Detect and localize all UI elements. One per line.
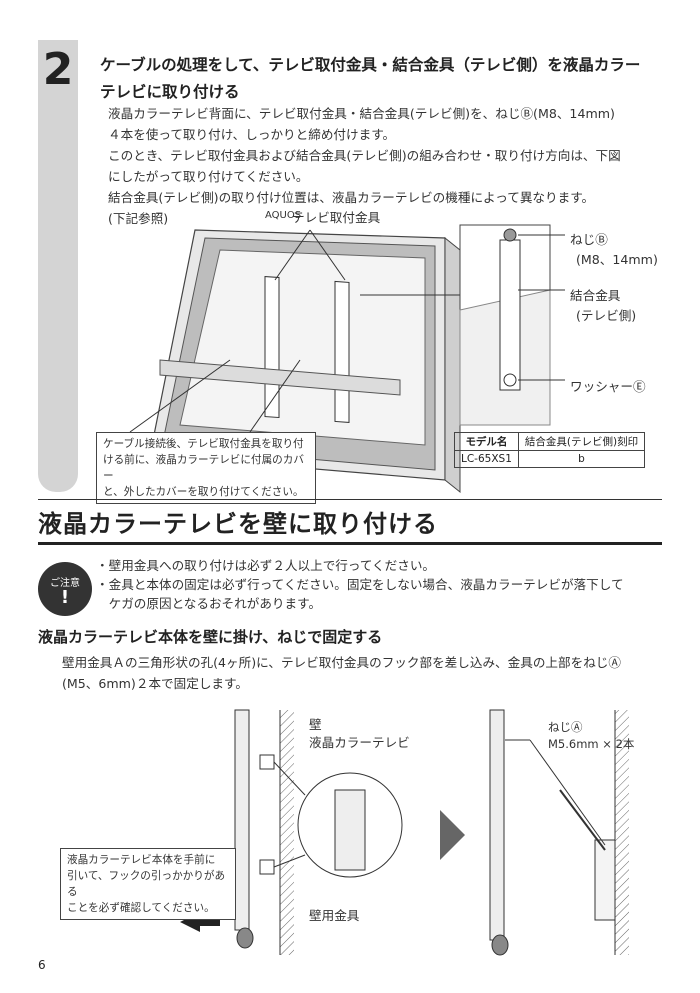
exclamation-icon: ! xyxy=(60,587,70,608)
caution-badge-label: ご注意 xyxy=(50,578,80,589)
step-title: ケーブルの処理をして、テレビ取付金具・結合金具（テレビ側）を液晶カラー テレビに… xyxy=(100,52,670,106)
label-wall-bracket: 壁用金具 xyxy=(309,908,360,923)
callout-line: ケーブル接続後、テレビ取付金具を取り付 xyxy=(103,438,304,450)
label-screw-a-spec: M5.6mm × 2本 xyxy=(548,737,635,751)
label-tv-bracket: テレビ取付金具 xyxy=(292,210,381,225)
step-title-line2: テレビに取り付ける xyxy=(100,83,240,101)
model-table: モデル名 結合金具(テレビ側)刻印 LC-65XS1 b xyxy=(454,432,646,468)
step-title-line1: ケーブルの処理をして、テレビ取付金具・結合金具（テレビ側）を液晶カラー xyxy=(100,56,641,74)
table-header-row: モデル名 結合金具(テレビ側)刻印 xyxy=(454,432,646,451)
cable-cover-callout: ケーブル接続後、テレビ取付金具を取り付 ける前に、液晶カラーテレビに付属のカバー… xyxy=(96,432,316,504)
section-rule-top xyxy=(38,499,662,500)
section-title: 液晶カラーテレビを壁に取り付ける xyxy=(38,510,438,538)
subsection-title: 液晶カラーテレビ本体を壁に掛け、ねじで固定する xyxy=(38,628,383,646)
hook-check-callout: 液晶カラーテレビ本体を手前に 引いて、フックの引っかかりがある ことを必ず確認し… xyxy=(60,848,236,920)
subsection-para-line: 壁用金具Ａの三角形状の孔(4ヶ所)に、テレビ取付金具のフック部を差し込み、金具の… xyxy=(62,655,621,670)
label-wall: 壁 xyxy=(309,717,322,732)
brand-logo-text: AQUOS xyxy=(265,210,302,221)
table-row: LC-65XS1 b xyxy=(454,450,646,468)
step-para-line: 結合金具(テレビ側)の取り付け位置は、液晶カラーテレビの機種によって異なります。 xyxy=(108,190,595,205)
caution-item: ・壁用金具への取り付けは必ず２人以上で行ってください。 xyxy=(96,558,436,573)
section-rule-bottom xyxy=(38,542,662,545)
step-instructions: 液晶カラーテレビ背面に、テレビ取付金具・結合金具(テレビ側)を、ねじⒷ(M8、1… xyxy=(108,103,668,229)
caution-item: ・金具と本体の固定は必ず行ってください。固定をしない場合、液晶カラーテレビが落下… xyxy=(96,577,624,592)
table-cell: LC-65XS1 xyxy=(454,450,519,468)
step-para-line: 液晶カラーテレビ背面に、テレビ取付金具・結合金具(テレビ側)を、ねじⒷ(M8、1… xyxy=(108,106,615,121)
step-para-line: このとき、テレビ取付金具および結合金具(テレビ側)の組み合わせ・取り付け方向は、… xyxy=(108,148,621,163)
callout-line: ことを必ず確認してください。 xyxy=(67,902,215,914)
label-screw-b-spec: (M8、14mm) xyxy=(576,252,658,267)
step-para-line: ４本を使って取り付け、しっかりと締め付けます。 xyxy=(108,127,396,142)
page-number: 6 xyxy=(38,958,46,972)
step-sidebar xyxy=(38,40,78,492)
label-joint-bracket: 結合金具 xyxy=(570,288,621,303)
table-cell: b xyxy=(517,450,646,468)
label-screw-b: ねじⒷ xyxy=(570,232,608,247)
caution-list: ・壁用金具への取り付けは必ず２人以上で行ってください。 ・金具と本体の固定は必ず… xyxy=(96,556,676,613)
table-header: 結合金具(テレビ側)刻印 xyxy=(517,432,646,451)
caution-item: ケガの原因となるおそれがあります。 xyxy=(96,596,322,611)
label-lcd-tv: 液晶カラーテレビ xyxy=(309,735,410,750)
caution-icon: ご注意 ! xyxy=(38,562,92,616)
subsection-para-line: (M5、6mm)２本で固定します。 xyxy=(62,676,248,691)
callout-line: 液晶カラーテレビ本体を手前に xyxy=(67,854,216,866)
tv-back-illustration xyxy=(129,224,565,494)
callout-line: 引いて、フックの引っかかりがある xyxy=(67,870,226,898)
label-joint-side: (テレビ側) xyxy=(576,308,637,323)
step-para-line: にしたがって取り付けてください。 xyxy=(108,169,309,184)
label-screw-a: ねじⒶ xyxy=(548,720,583,734)
subsection-instructions: 壁用金具Ａの三角形状の孔(4ヶ所)に、テレビ取付金具のフック部を差し込み、金具の… xyxy=(62,652,672,694)
table-header: モデル名 xyxy=(454,432,519,451)
callout-line: ける前に、液晶カラーテレビに付属のカバー xyxy=(103,454,304,482)
step-number: 2 xyxy=(42,44,74,95)
label-washer: ワッシャーⒺ xyxy=(570,379,646,394)
callout-line: と、外したカバーを取り付けてください。 xyxy=(103,486,304,498)
wall-mount-illustration xyxy=(180,709,629,956)
step-para-line: (下記参照) xyxy=(108,211,169,226)
